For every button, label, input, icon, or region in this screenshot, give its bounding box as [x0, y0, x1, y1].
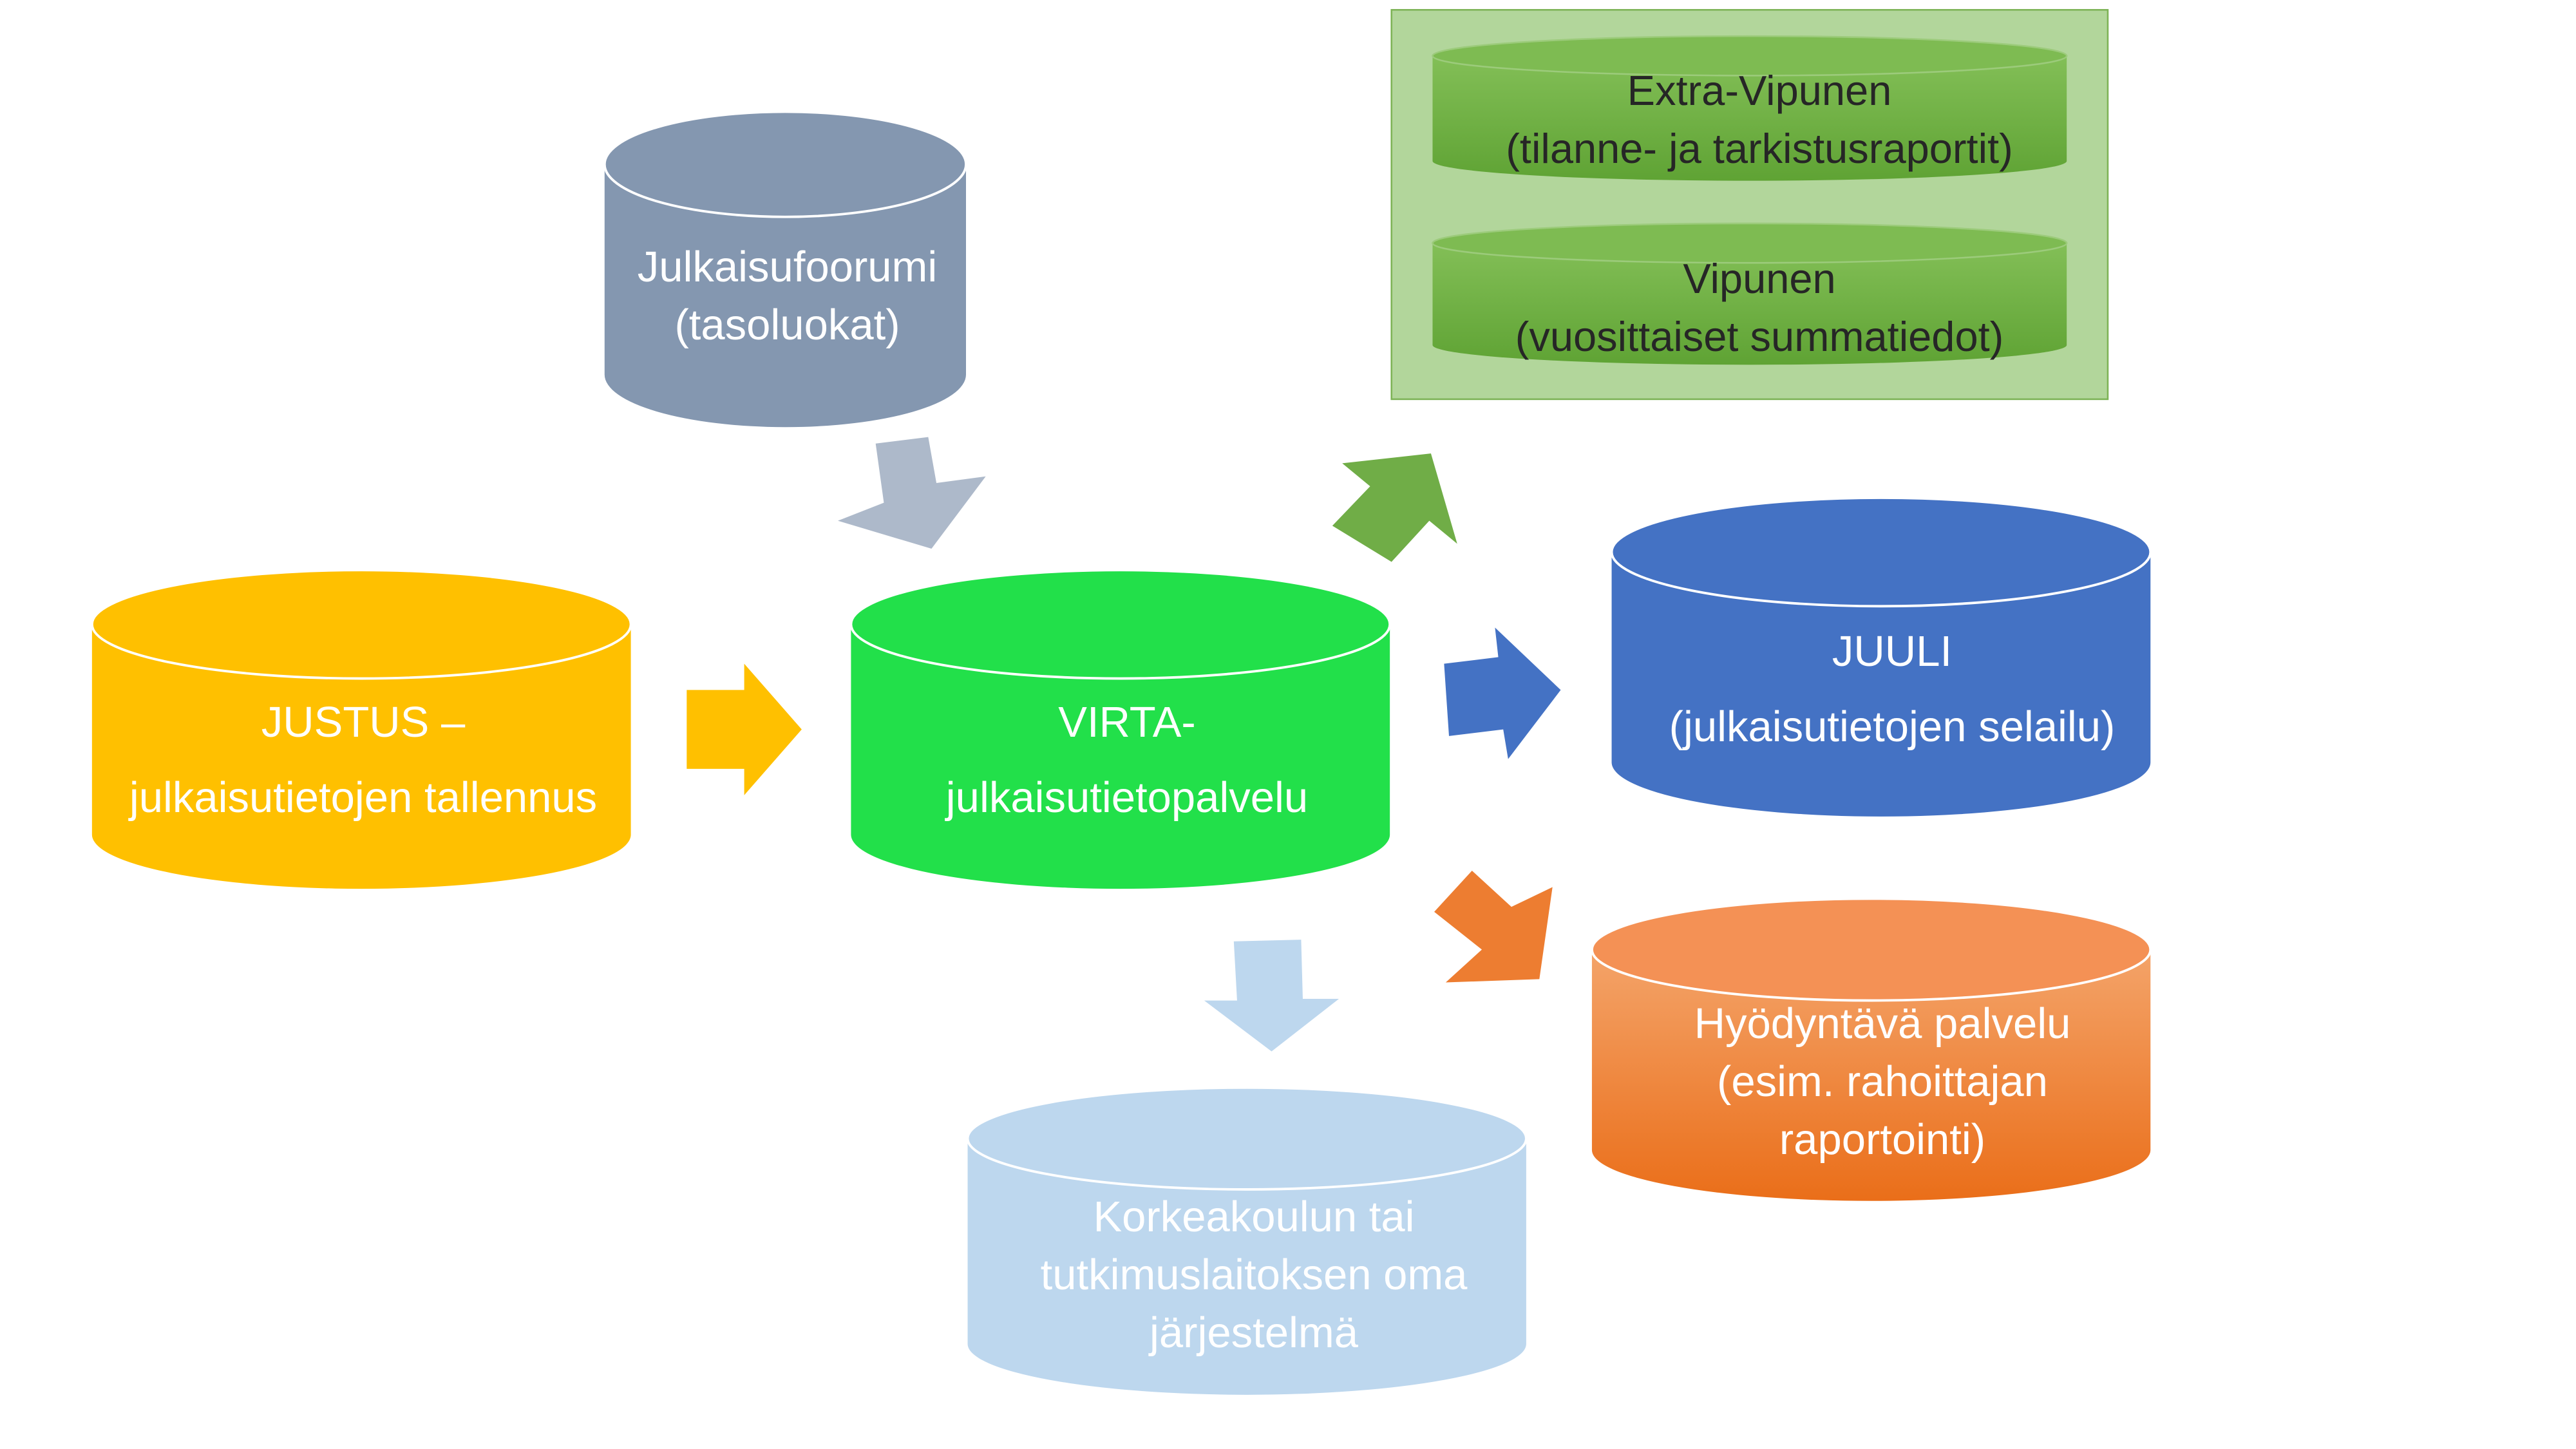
korkeakoulu-line1: Korkeakoulun tai [1093, 1193, 1415, 1241]
justus-database [90, 569, 632, 889]
arrow-virta-to-korkeakoulu [1204, 940, 1340, 1052]
justus-line1: JUSTUS – [261, 698, 466, 746]
arrow-justus-to-virta [687, 663, 802, 795]
arrow-julkaisufoorumi-to-virta [838, 437, 986, 549]
virta-label: VIRTA- julkaisutietopalvelu [856, 683, 1398, 837]
vipunen-line1: Vipunen [1683, 255, 1836, 302]
hyodyntava-line1: Hyödyntävä palvelu [1694, 999, 2071, 1048]
vipunen-line2: (vuosittaiset summatiedot) [1515, 313, 2004, 360]
vipunen-label: Vipunen (vuosittaiset summatiedot) [1441, 250, 2078, 366]
julkaisufoorumi-database [603, 110, 967, 428]
extra-vipunen-line1: Extra-Vipunen [1627, 67, 1892, 114]
korkeakoulu-line3: järjestelmä [1150, 1309, 1358, 1357]
korkeakoulu-label: Korkeakoulun tai tutkimuslaitoksen oma j… [973, 1182, 1535, 1368]
julkaisufoorumi-line1: Julkaisufoorumi [637, 243, 938, 291]
extra-vipunen-line2: (tilanne- ja tarkistusraportit) [1506, 125, 2013, 172]
korkeakoulu-database [966, 1086, 1528, 1395]
hyodyntava-label: Hyödyntävä palvelu (esim. rahoittajan ra… [1602, 989, 2163, 1175]
virta-database [849, 569, 1392, 889]
julkaisufoorumi-line2: (tasoluokat) [674, 301, 900, 349]
extra-vipunen-label: Extra-Vipunen (tilanne- ja tarkistusrapo… [1441, 62, 2078, 178]
vipunen-database [1432, 222, 2068, 365]
korkeakoulu-line2: tutkimuslaitoksen oma [1040, 1251, 1468, 1299]
justus-line2: julkaisutietojen tallennus [129, 773, 598, 822]
arrow-virta-to-juuli [1444, 627, 1561, 759]
julkaisufoorumi-label: Julkaisufoorumi (tasoluokat) [605, 232, 969, 361]
virta-line2: julkaisutietopalvelu [945, 773, 1309, 822]
arrow-virta-to-vipunen [1332, 453, 1457, 562]
arrow-virta-to-hyodyntava [1434, 871, 1553, 983]
hyodyntava-line2: (esim. rahoittajan [1717, 1057, 2048, 1106]
juuli-line2: (julkaisutietojen selailu) [1669, 703, 2116, 751]
extra-vipunen-database [1432, 35, 2068, 181]
hyodyntava-line3: raportointi) [1779, 1115, 1986, 1164]
hyodyntava-palvelu-database [1591, 897, 2152, 1201]
juuli-line1: JUULI [1832, 627, 1953, 676]
justus-label: JUSTUS – julkaisutietojen tallennus [92, 683, 634, 837]
juuli-database [1610, 497, 2152, 817]
juuli-label: JUULI (julkaisutietojen selailu) [1621, 612, 2163, 766]
virta-line1: VIRTA- [1058, 698, 1196, 746]
